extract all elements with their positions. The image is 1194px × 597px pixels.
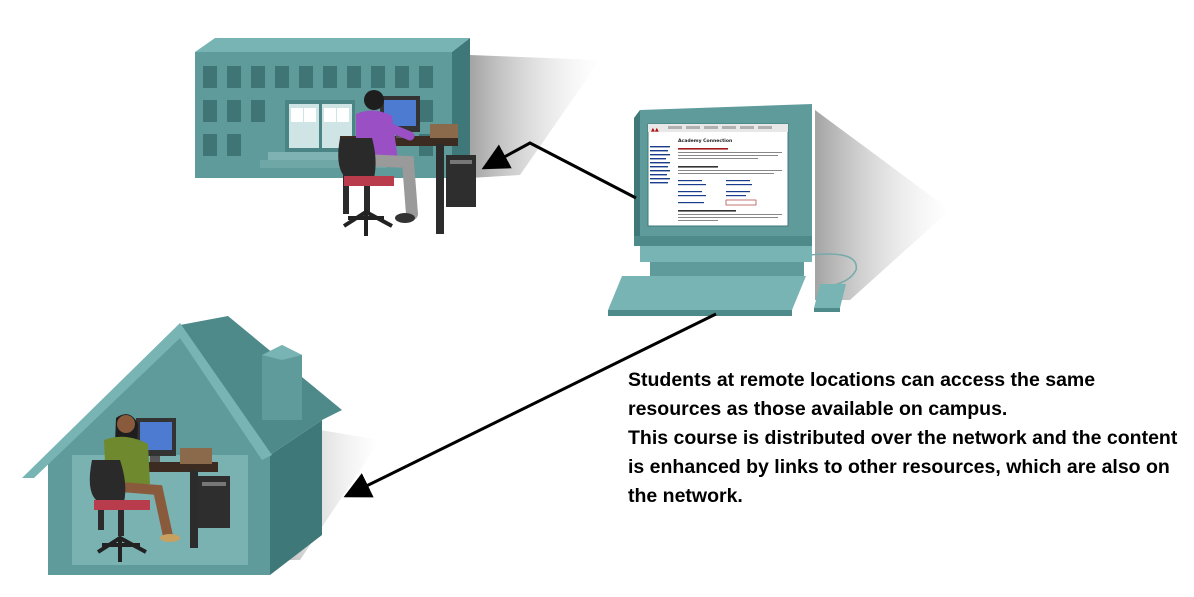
website-screen: ▲▲ Academy Connection xyxy=(648,124,788,221)
house-icon xyxy=(22,316,380,575)
link-to-campus-arrow xyxy=(481,141,637,200)
caption-line-remote-access: Students at remote locations can access … xyxy=(628,369,1096,420)
svg-text:▲▲: ▲▲ xyxy=(651,127,659,133)
link-to-home-arrow xyxy=(343,312,717,498)
caption-text: Students at remote locations can access … xyxy=(628,366,1188,511)
student-at-desk-icon xyxy=(338,90,476,236)
caption-line-distributed-course: This course is distributed over the netw… xyxy=(628,427,1178,507)
website-title: Academy Connection xyxy=(678,138,732,144)
student-at-desk-icon xyxy=(89,414,230,562)
desktop-computer-icon xyxy=(608,104,950,316)
